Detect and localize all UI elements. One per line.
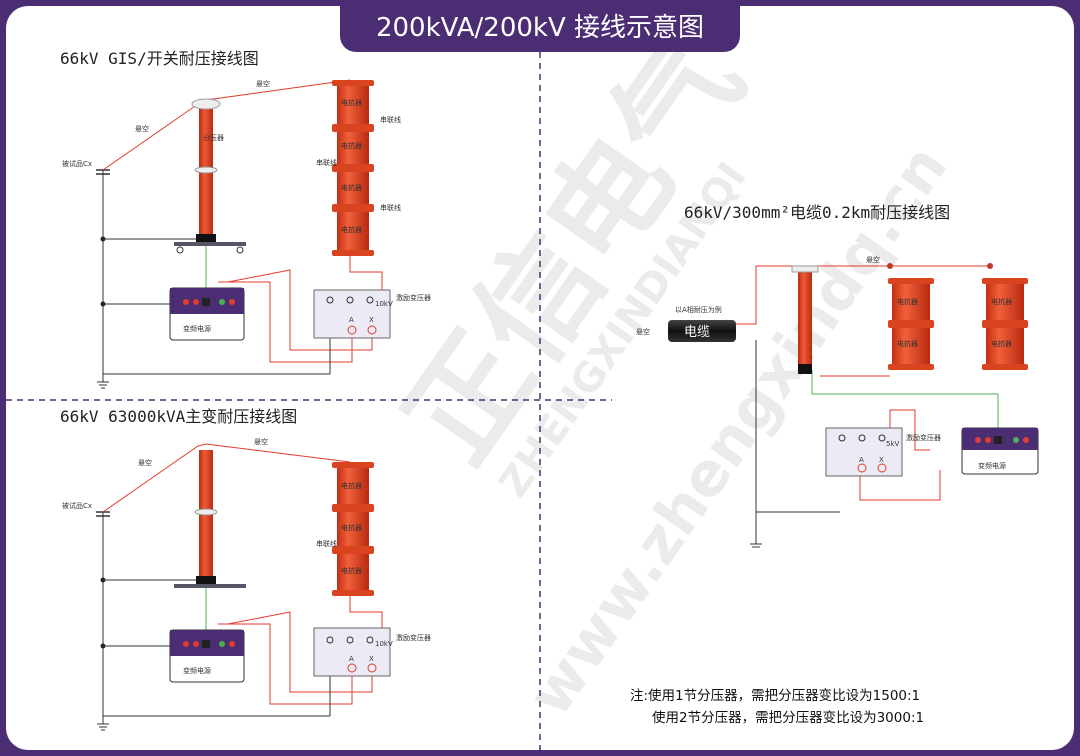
cable-power-source: 变频电源 [961,427,1039,475]
gis-exciter: A X 10kV 激励变压器 [313,289,431,339]
svg-text:5kV: 5kV [886,440,900,448]
gis-diagram: 66kV GIS/开关耐压接线图 被试品Cx 悬空 悬空 分压器 [60,49,431,389]
cable-exciter: A X 5kV 激励变压器 [825,427,941,477]
svg-text:串联线: 串联线 [380,203,401,212]
watermark: 正信电气 ZHENGXINDIANQI www.zhengxindq.cn [380,14,961,729]
svg-text:电抗器: 电抗器 [897,339,918,348]
svg-text:A: A [859,456,864,464]
svg-text:变频电源: 变频电源 [978,461,1006,470]
gis-suspend-top: 悬空 [256,79,270,88]
gis-test-object-label: 被试品Cx [62,159,92,168]
diagram-frame: 正信电气 ZHENGXINDIANQI www.zhengxindq.cn 66… [6,6,1074,750]
cable-reactor-2: 电抗器 电抗器 [982,278,1028,370]
svg-text:电抗器: 电抗器 [341,523,362,532]
svg-text:电抗器: 电抗器 [897,297,918,306]
svg-text:电抗器: 电抗器 [341,566,362,575]
svg-text:电抗器: 电抗器 [341,481,362,490]
transformer-reactor-stack: 电抗器 电抗器 电抗器 串联线 [316,462,374,596]
svg-text:以A相耐压为例: 以A相耐压为例 [675,305,722,314]
svg-text:电抗器: 电抗器 [991,297,1012,306]
wiring-diagram: 正信电气 ZHENGXINDIANQI www.zhengxindq.cn 66… [6,14,1039,750]
svg-text:X: X [879,456,884,464]
svg-text:电抗器: 电抗器 [991,339,1012,348]
gis-power-source: 变频电源 [169,287,245,341]
svg-text:电抗器: 电抗器 [341,225,362,234]
transformer-diagram: 66kV 63000kVA主变耐压接线图 被试品Cx 悬空 悬空 电抗器 电抗器… [60,407,431,731]
note-line-2: 使用2节分压器，需把分压器变比设为3000:1 [652,709,924,726]
svg-text:激励变压器: 激励变压器 [396,633,431,642]
svg-text:电缆: 电缆 [684,324,710,340]
svg-text:A: A [349,655,354,663]
svg-text:10kV: 10kV [375,300,393,308]
page-title: 200kVA/200kV 接线示意图 [340,6,740,52]
svg-text:串联线: 串联线 [316,158,337,167]
note-line-1: 注:使用1节分压器，需把分压器变比设为1500:1 [630,687,920,704]
svg-text:变频电源: 变频电源 [183,324,211,333]
cable-reactor-1: 电抗器 电抗器 [888,278,934,370]
svg-text:串联线: 串联线 [380,115,401,124]
svg-text:悬空: 悬空 [254,437,268,446]
gis-suspend-left: 悬空 [135,124,149,133]
svg-text:A: A [349,316,354,324]
svg-text:串联线: 串联线 [316,539,337,548]
svg-text:10kV: 10kV [375,640,393,648]
svg-text:X: X [369,316,374,324]
svg-text:电抗器: 电抗器 [341,183,362,192]
svg-text:激励变压器: 激励变压器 [906,433,941,442]
cable-body [668,320,736,342]
svg-text:悬空: 悬空 [866,255,880,264]
transformer-exciter: A X 10kV 激励变压器 [313,627,431,677]
svg-text:X: X [369,655,374,663]
svg-text:分压器: 分压器 [203,133,224,142]
cable-diagram: 66kV/300mm²电缆0.2km耐压接线图 以A相耐压为例 悬空 悬空 电缆… [630,203,1039,726]
svg-text:悬空: 悬空 [636,327,650,336]
gis-reactor-stack: 电抗器 电抗器 电抗器 电抗器 串联线 串联线 串联线 [316,80,401,256]
transformer-title: 66kV 63000kVA主变耐压接线图 [60,407,297,426]
svg-text:电抗器: 电抗器 [341,98,362,107]
transformer-power-source: 变频电源 [169,629,245,683]
svg-text:被试品Cx: 被试品Cx [62,501,92,510]
svg-text:激励变压器: 激励变压器 [396,293,431,302]
svg-text:电抗器: 电抗器 [341,141,362,150]
cable-title: 66kV/300mm²电缆0.2km耐压接线图 [684,203,950,222]
svg-text:变频电源: 变频电源 [183,666,211,675]
gis-title: 66kV GIS/开关耐压接线图 [60,49,259,68]
svg-text:悬空: 悬空 [138,458,152,467]
